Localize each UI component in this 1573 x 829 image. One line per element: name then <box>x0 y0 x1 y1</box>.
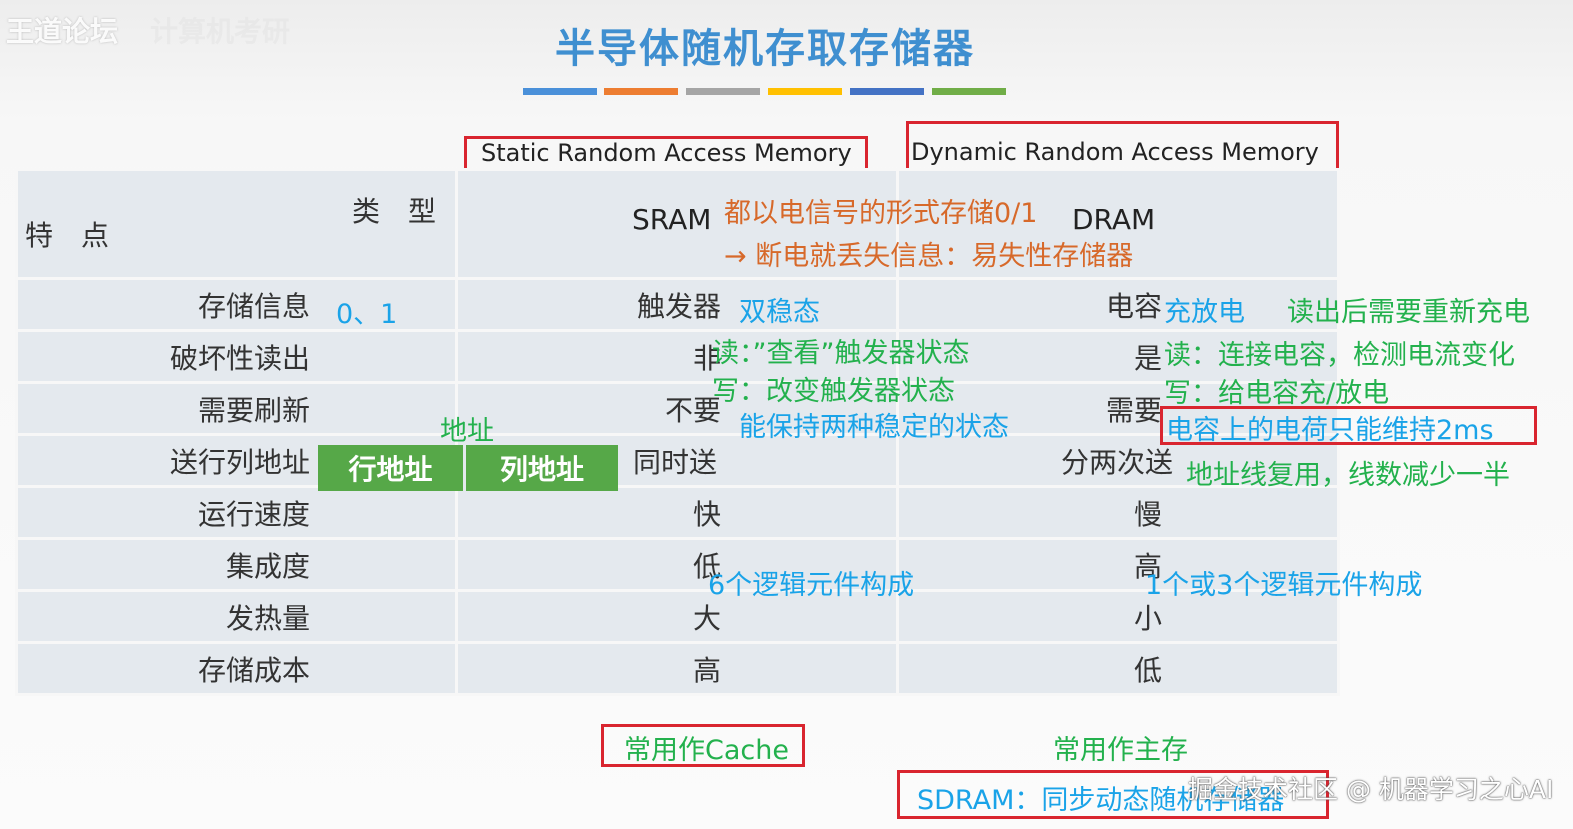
feature-cell: 集成度 <box>15 537 458 592</box>
note-dram-refresh: 电容上的电荷只能维持2ms <box>1166 415 1494 446</box>
note-dram-address: 地址线复用，线数减少一半 <box>1186 460 1510 491</box>
dram-cell: 慢 <box>896 485 1340 540</box>
header-sram: SRAM <box>632 203 712 236</box>
watermark-bottom-right: 掘金技术社区 @ 机器学习之心AI <box>1188 775 1554 804</box>
sram-cell: 非 <box>455 329 899 384</box>
sram-full-name: Static Random Access Memory <box>481 139 852 167</box>
title-bar-3 <box>686 88 760 95</box>
header-note-line1: 都以电信号的形式存储0/1 <box>724 198 1038 229</box>
header-sram-cell <box>455 168 899 280</box>
header-feature-label: 特 点 <box>25 219 110 252</box>
sram-cell: 触发器 <box>455 277 899 332</box>
feature-cell: 存储信息 <box>15 277 458 332</box>
page-title: 半导体随机存取存储器 <box>555 26 975 72</box>
note-sram-refresh: 能保持两种稳定的状态 <box>739 412 1009 443</box>
note-dram-use: 常用作主存 <box>1053 735 1188 766</box>
note-sram-use: 常用作Cache <box>624 735 789 766</box>
feature-cell: 破坏性读出 <box>15 329 458 384</box>
table-row: 存储信息 触发器 电容 <box>15 277 1340 332</box>
sram-cell: 大 <box>455 589 899 644</box>
sram-cell: 快 <box>455 485 899 540</box>
note-address: 地址 <box>440 416 494 447</box>
feature-cell: 存储成本 <box>15 641 458 696</box>
note-dram-store: 充放电 <box>1164 297 1245 328</box>
note-sram-read: 读：”查看”触发器状态 <box>712 338 970 369</box>
dram-cell: 小 <box>896 589 1340 644</box>
note-sram-write: 写：改变触发器状态 <box>712 376 955 407</box>
feature-cell: 发热量 <box>15 589 458 644</box>
note-sdram: SDRAM：同步动态随机存储器 <box>917 785 1285 816</box>
watermark-top-left-2: 计算机考研 <box>150 15 291 48</box>
dram-full-name: Dynamic Random Access Memory <box>911 138 1319 166</box>
title-bar-1 <box>523 88 597 95</box>
header-feature-cell <box>15 168 458 280</box>
table-row: 破坏性读出 非 是 <box>15 329 1340 384</box>
table-row: 运行速度 快 慢 <box>15 485 1340 540</box>
header-note-line2: → 断电就丢失信息：易失性存储器 <box>724 241 1134 272</box>
title-bar-2 <box>604 88 678 95</box>
note-dram-density: 1个或3个逻辑元件构成 <box>1145 570 1423 601</box>
sram-cell: 低 <box>455 537 899 592</box>
note-sram-store: 双稳态 <box>739 297 820 328</box>
title-bar-4 <box>768 88 842 95</box>
watermark-top-left: 王道论坛 <box>6 15 119 48</box>
note-dram-store-extra: 读出后需要重新充电 <box>1287 297 1530 328</box>
table-row: 送行列地址 同时送 分两次送 <box>15 433 1340 488</box>
sram-use-box <box>601 724 805 767</box>
note-sram-density: 6个逻辑元件构成 <box>708 570 915 601</box>
dram-cell: 分两次送 <box>896 433 1340 488</box>
feature-cell: 需要刷新 <box>15 381 458 436</box>
table-row: 集成度 低 高 <box>15 537 1340 592</box>
header-dram-cell <box>896 168 1340 280</box>
dram-refresh-box <box>1160 406 1537 445</box>
dram-cell: 电容 <box>896 277 1340 332</box>
dram-cell: 是 <box>896 329 1340 384</box>
sdram-box <box>897 770 1329 819</box>
table-header-row <box>15 168 1340 280</box>
dram-cell: 低 <box>896 641 1340 696</box>
header-dram: DRAM <box>1072 203 1156 236</box>
col-address-cell: 列地址 <box>466 445 618 491</box>
note-store-bits: 0、1 <box>336 299 398 330</box>
table-row: 需要刷新 不要 需要 <box>15 381 1340 436</box>
table-row: 发热量 大 小 <box>15 589 1340 644</box>
feature-cell: 运行速度 <box>15 485 458 540</box>
note-dram-read: 读：连接电容，检测电流变化 <box>1164 340 1515 371</box>
header-type-label: 类 型 <box>352 195 437 228</box>
sram-cell: 高 <box>455 641 899 696</box>
comparison-table: 存储信息 触发器 电容 破坏性读出 非 是 需要刷新 不要 需要 送行列地址 同… <box>15 168 1340 696</box>
row-address-cell: 行地址 <box>318 445 466 491</box>
title-bar-6 <box>932 88 1006 95</box>
note-dram-write: 写：给电容充/放电 <box>1164 378 1390 409</box>
dram-cell: 高 <box>896 537 1340 592</box>
table-row: 存储成本 高 低 <box>15 641 1340 696</box>
title-bar-5 <box>850 88 924 95</box>
sram-cell: 不要 <box>455 381 899 436</box>
address-block: 行地址 列地址 <box>318 445 618 491</box>
